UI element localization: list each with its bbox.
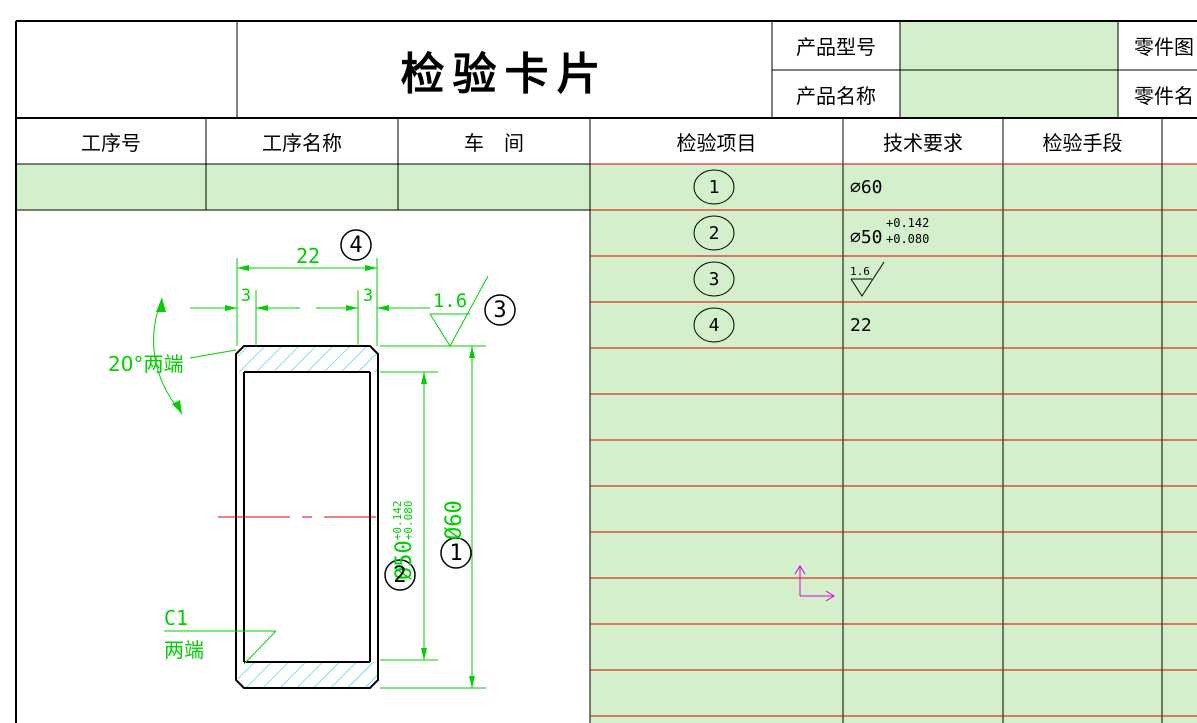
process-no-cell[interactable] [16, 164, 206, 210]
req-4: 22 [850, 314, 872, 336]
col-process-name: 工序名称 [262, 130, 342, 155]
chamfer-size: C1 [164, 606, 189, 630]
req-1: ⌀60 [850, 176, 883, 198]
req-2-tol-upper: +0.142 [886, 216, 930, 230]
card-title: 检验卡片 [400, 48, 609, 100]
dim-right: 3 [362, 286, 374, 306]
process-name-cell[interactable] [206, 164, 398, 210]
product-model-value[interactable] [900, 22, 1118, 70]
balloon-1: 1 [449, 540, 463, 566]
req-3-roughness: 1.6 [850, 264, 870, 278]
product-name-label: 产品名称 [796, 83, 876, 108]
col-inspection-means: 检验手段 [1042, 130, 1123, 155]
dia-outer-label: Ø60 [442, 500, 467, 540]
part-drawing-label: 零件图 [1134, 35, 1194, 59]
col-tech-requirement: 技术要求 [883, 130, 963, 155]
dim-width: 22 [295, 244, 321, 268]
inspection-grid-fill [590, 164, 1197, 723]
dim-left: 3 [240, 286, 252, 306]
ucs-icon [794, 565, 835, 602]
process-row-fill [16, 164, 590, 210]
req-2: ⌀50 [850, 226, 883, 248]
chamfer-note: 两端 [164, 637, 204, 662]
col-workshop: 车 间 [464, 130, 524, 155]
product-name-value[interactable] [900, 70, 1118, 118]
col-process-no: 工序号 [81, 130, 141, 155]
item-no-4: 4 [708, 314, 720, 336]
product-model-label: 产品型号 [796, 35, 876, 59]
col-inspection-item: 检验项目 [676, 130, 757, 155]
req-2-tol-lower: +0.080 [886, 232, 930, 246]
item-no-3: 3 [708, 268, 720, 290]
part-name-label: 零件名 [1134, 83, 1194, 108]
balloon-4: 4 [349, 232, 363, 258]
balloon-3: 3 [493, 297, 507, 323]
chamfer-angle: 20°两端 [108, 351, 184, 376]
item-no-1: 1 [708, 176, 720, 198]
drawing-roughness: 1.6 [432, 290, 468, 312]
item-no-2: 2 [708, 222, 720, 244]
workshop-cell[interactable] [398, 164, 590, 210]
dia-inner-tol-lower: +0.080 [402, 500, 415, 541]
balloon-2: 2 [393, 562, 407, 588]
